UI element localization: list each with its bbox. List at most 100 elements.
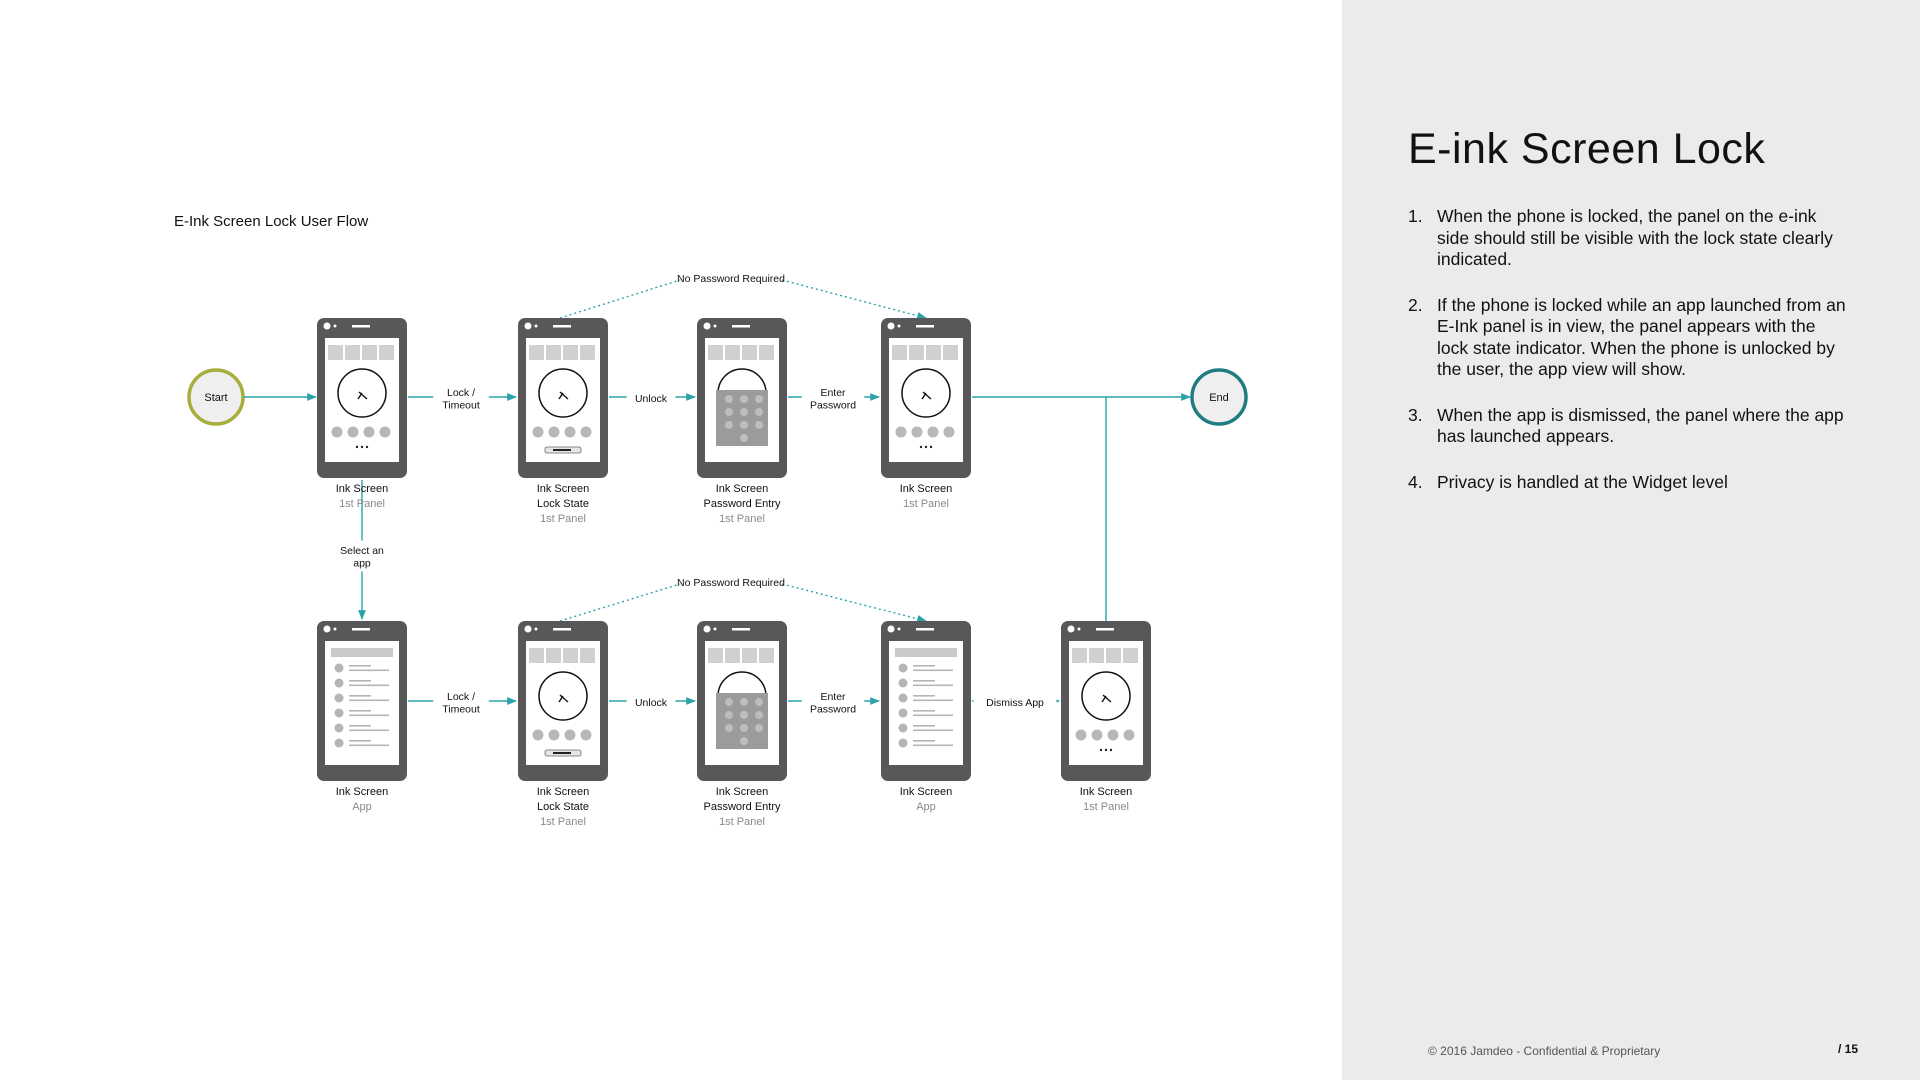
list-item-line [913, 725, 935, 727]
camera-icon [323, 322, 331, 330]
widget-tile [943, 345, 958, 360]
phone-caption: Password Entry [703, 498, 781, 510]
keypad-key [755, 698, 763, 706]
edge-label-e10: No Password Required [677, 577, 785, 589]
edge-label-text: Dismiss App [986, 697, 1044, 709]
sensor-icon [1077, 627, 1081, 631]
note-item: 3.When the app is dismissed, the panel w… [1408, 405, 1848, 448]
speaker-icon [732, 628, 750, 631]
widget-tile [529, 345, 544, 360]
keypad-key [740, 408, 748, 416]
phone-caption: Ink Screen [336, 483, 389, 495]
note-number: 4. [1408, 471, 1423, 492]
camera-icon [887, 322, 895, 330]
edge-label-text: Timeout [442, 399, 480, 411]
edge-label-text: Select an [340, 545, 384, 557]
speaker-icon [732, 325, 750, 328]
camera-icon [703, 322, 711, 330]
app-dot [943, 426, 955, 438]
lock-indicator-bar [553, 449, 571, 451]
bypass-2-left [559, 583, 681, 622]
camera-icon [524, 625, 532, 633]
list-item-line [349, 725, 371, 727]
end-label: End [1209, 392, 1229, 404]
notes-list: 1.When the phone is locked, the panel on… [1408, 206, 1848, 517]
page-indicator-dot [1109, 748, 1113, 752]
list-item-line [349, 699, 389, 702]
app-dot [1107, 729, 1119, 741]
camera-icon [323, 625, 331, 633]
camera-icon [1067, 625, 1075, 633]
app-dot [532, 729, 544, 741]
list-item-line [913, 710, 935, 712]
keypad-key [740, 698, 748, 706]
list-item-icon [898, 663, 908, 673]
app-dot [895, 426, 907, 438]
app-dot [564, 729, 576, 741]
app-header-bar [895, 648, 957, 657]
widget-tile [1072, 648, 1087, 663]
app-dot [548, 729, 560, 741]
speaker-icon [916, 628, 934, 631]
note-text: When the phone is locked, the panel on t… [1437, 206, 1833, 269]
list-item-icon [898, 738, 908, 748]
phone-caption: Ink Screen [900, 786, 953, 798]
phone-caption: Ink Screen [537, 483, 590, 495]
keypad-key [740, 737, 748, 745]
phone-caption: 1st Panel [719, 816, 765, 828]
widget-tile [742, 345, 757, 360]
widget-tile [529, 648, 544, 663]
list-item-icon [898, 693, 908, 703]
page-indicator-dot [1099, 748, 1103, 752]
keypad-key [740, 421, 748, 429]
sensor-icon [333, 627, 337, 631]
widget-tile [725, 648, 740, 663]
edge-label-text: Unlock [635, 393, 668, 405]
app-dot [580, 729, 592, 741]
keypad-key [740, 395, 748, 403]
phone-caption: Ink Screen [716, 786, 769, 798]
edge-label-text: Password [810, 703, 856, 715]
widget-tile [909, 345, 924, 360]
bypass-2-right [781, 583, 927, 623]
widget-tile [926, 345, 941, 360]
camera-icon [887, 625, 895, 633]
speaker-icon [352, 325, 370, 328]
list-item-line [913, 699, 953, 702]
list-item-line [349, 740, 371, 742]
widget-tile [379, 345, 394, 360]
page-indicator-dot [1104, 748, 1108, 752]
keypad-key [740, 711, 748, 719]
phone-caption: 1st Panel [1083, 801, 1129, 813]
widget-tile [1123, 648, 1138, 663]
speaker-icon [916, 325, 934, 328]
widget-tile [708, 345, 723, 360]
page-indicator-dot [919, 445, 923, 449]
list-item-line [349, 665, 371, 667]
edge-label-text: Enter [820, 691, 846, 703]
keypad-key [755, 421, 763, 429]
clock-hand [559, 391, 569, 400]
clock-hand [922, 391, 932, 400]
app-dot [1091, 729, 1103, 741]
phone-caption: 1st Panel [540, 513, 586, 525]
list-item-line [349, 729, 389, 732]
start-node: Start [187, 368, 245, 426]
edge-label-e5: Lock /Timeout [433, 686, 489, 718]
note-text: Privacy is handled at the Widget level [1437, 471, 1728, 492]
app-dot [1123, 729, 1135, 741]
clock-hand [559, 694, 569, 703]
app-dot [331, 426, 343, 438]
phone-caption: Lock State [537, 498, 589, 510]
app-dot [532, 426, 544, 438]
edge-label-bg [801, 382, 865, 414]
phone-caption: Ink Screen [336, 786, 389, 798]
phone-caption: 1st Panel [540, 816, 586, 828]
